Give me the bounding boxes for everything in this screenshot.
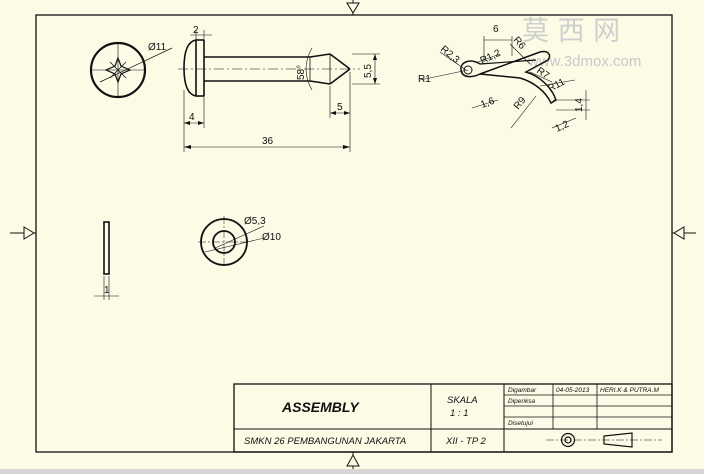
washer-outer-label: Ø10 xyxy=(262,232,281,243)
screw-head-view xyxy=(89,41,173,99)
pin-width-label: 6 xyxy=(493,24,499,35)
pin-r1-2-label: R1,2 xyxy=(479,48,503,67)
center-mark-bottom xyxy=(346,452,360,469)
approved-by-label: Disetujui xyxy=(508,420,533,427)
screw-dimension-arrows xyxy=(184,54,377,149)
drawing-title: ASSEMBLY xyxy=(281,399,360,415)
pin-r9-label: R9 xyxy=(512,95,529,112)
screw-length-label: 36 xyxy=(262,136,274,147)
school-name: SMKN 26 PEMBANGUNAN JAKARTA xyxy=(244,436,406,447)
scale-label: SKALA xyxy=(447,395,478,406)
class-code: XII - TP 2 xyxy=(445,436,486,447)
pin-gap-label: 1,6 xyxy=(479,96,496,111)
center-mark-right xyxy=(672,226,696,240)
checked-by-label: Diperiksa xyxy=(508,398,535,405)
tip-length-label: 5 xyxy=(337,102,343,113)
head-height-label: 2 xyxy=(193,25,199,36)
washer-side-view xyxy=(94,221,119,300)
washer-front-view xyxy=(198,216,265,268)
head-diameter-label: Ø11 xyxy=(148,42,167,53)
center-mark-left xyxy=(10,226,36,240)
drawn-date: 04-05-2013 xyxy=(556,387,590,394)
pin-r2-3-label: R2,3 xyxy=(438,44,462,66)
washer-inner-label: Ø5,3 xyxy=(244,216,266,227)
watermark-url: www.3dmox.com xyxy=(527,53,641,70)
drawn-by-label: Digambar xyxy=(508,387,537,394)
split-pin-view xyxy=(419,36,590,129)
pin-r1-label: R1 xyxy=(418,74,431,85)
shank-offset-label: 4 xyxy=(189,112,195,123)
pin-end-height-label: 1,4 xyxy=(574,98,585,112)
tip-angle-label: 58° xyxy=(296,65,307,80)
projection-symbol-icon xyxy=(546,432,662,448)
tip-diameter-label: 5,5 xyxy=(363,64,374,78)
center-mark-top xyxy=(346,0,360,15)
screw-side-view xyxy=(178,30,380,152)
pin-r11-label: R11 xyxy=(546,76,567,94)
pin-end-width-label: 1,2 xyxy=(554,119,572,135)
watermark-title: 莫 西 网 xyxy=(522,16,620,47)
drawn-by-names: HERI.K & PUTRA.M xyxy=(600,387,659,394)
title-block xyxy=(233,383,673,453)
scale-value: 1 : 1 xyxy=(450,408,469,419)
washer-thickness-label: 1 xyxy=(104,285,110,296)
